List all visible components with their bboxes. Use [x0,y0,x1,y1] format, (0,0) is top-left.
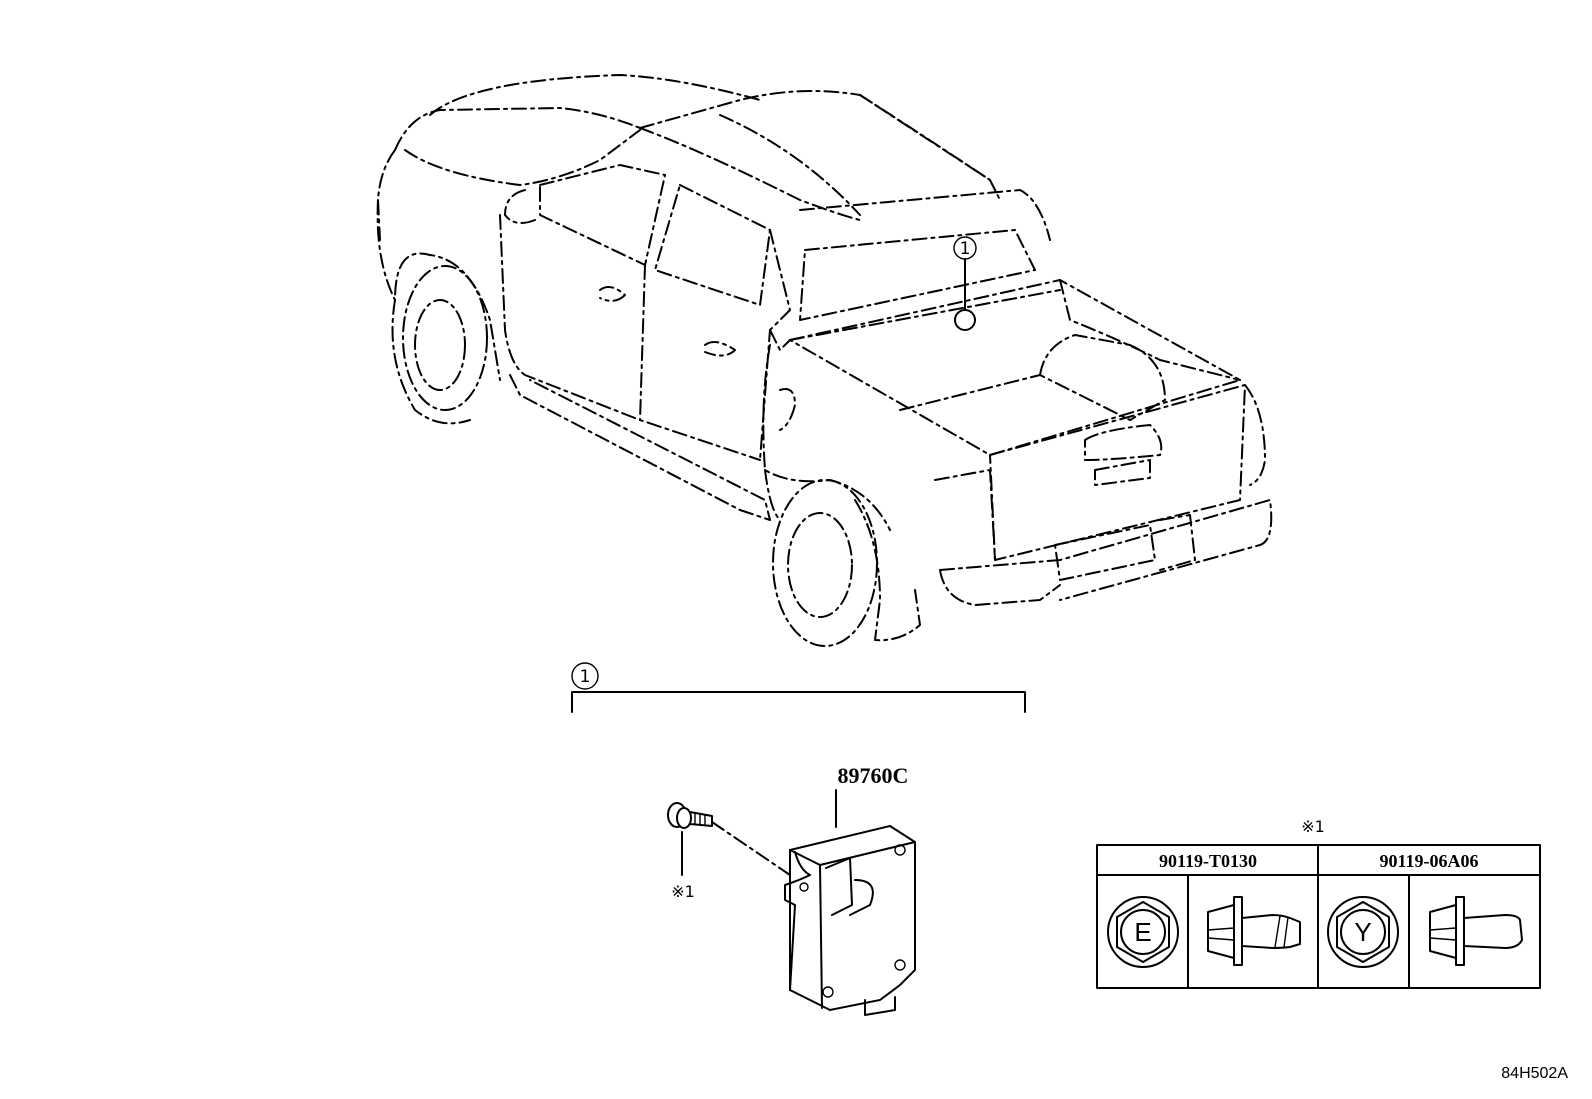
head-mark-e: E [1134,917,1151,947]
hex-head-e-icon: E [1107,896,1179,968]
head-mark-y: Y [1354,917,1371,947]
drawing-code: 84H502A [1501,1065,1568,1082]
bolt-side-e-icon [1207,896,1301,966]
vehicle-outline [376,74,1273,647]
bolt-side-y-icon [1429,896,1523,966]
group-callout-number: 1 [580,667,591,687]
group-bracket: 1 [571,662,1026,713]
part-89760c: 89760C [784,763,916,1016]
part-number-label: 89760C [838,763,909,788]
bolt-note-mark: ※1 [671,882,695,901]
vehicle-callout: 1 [953,236,977,331]
location-marker-icon [954,309,976,331]
table-note-mark: ※1 [1301,817,1325,836]
hex-head-y-icon: Y [1327,896,1399,968]
table-header-part-2: 90119-06A06 [1380,851,1479,871]
bolt-reference-table: ※1 90119-T0130 90119-06A06 E [1096,817,1541,989]
vehicle-callout-number: 1 [960,239,971,259]
table-header-part-1: 90119-T0130 [1159,851,1257,871]
bolt-assembly: ※1 [667,802,791,901]
